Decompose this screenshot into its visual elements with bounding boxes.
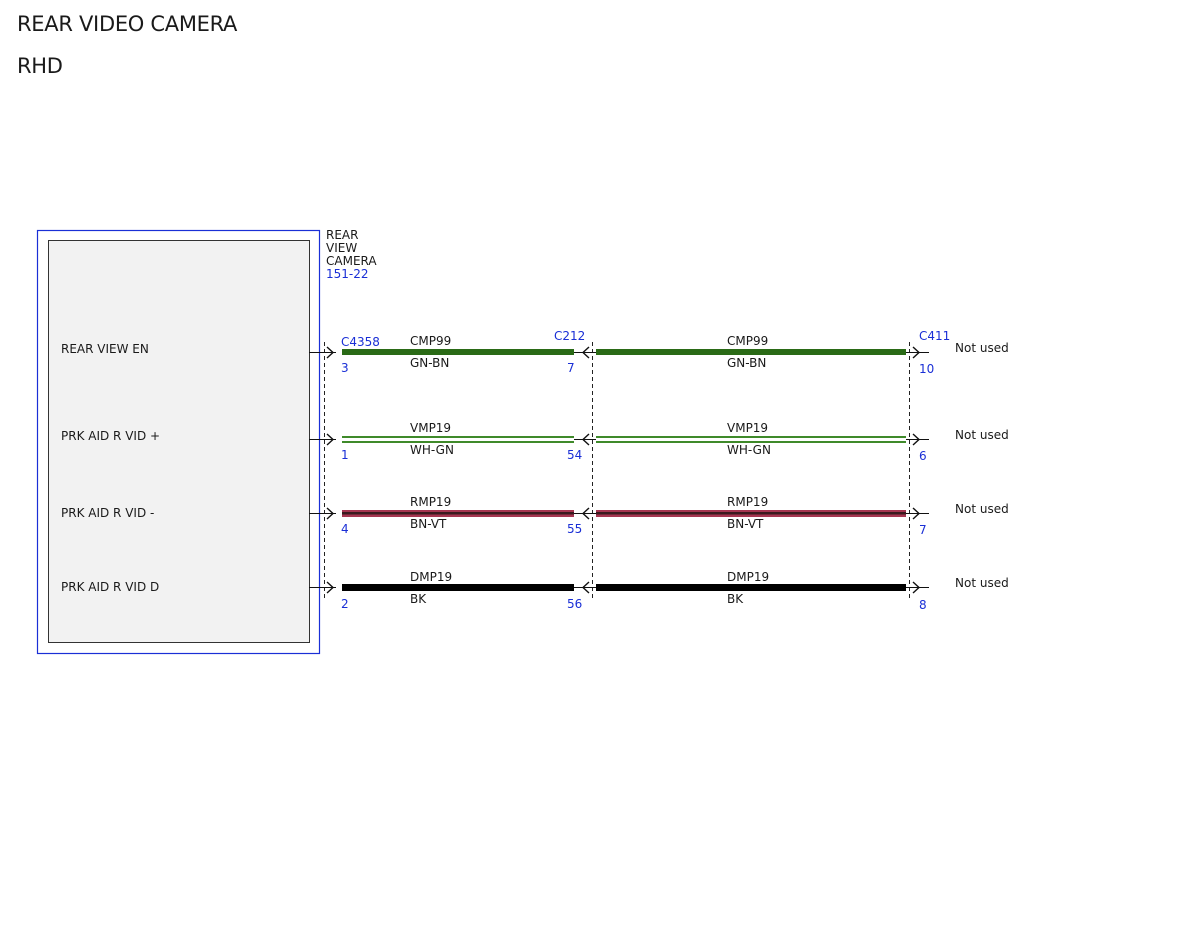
signal-label: PRK AID R VID + <box>61 429 160 443</box>
color-label-right: GN-BN <box>727 356 766 370</box>
color-label-left: BN-VT <box>410 517 447 531</box>
wire-segment-right <box>596 349 906 355</box>
color-label-right: WH-GN <box>727 443 771 457</box>
component-outer-frame <box>36 229 321 655</box>
pin-left: 3 <box>341 361 349 375</box>
pin-left: 4 <box>341 522 349 536</box>
circuit-row-1: REAR VIEW EN CMP99 GN-BN CMP99 GN-BN 3 7… <box>61 334 1009 376</box>
wire-segment-left <box>342 349 574 355</box>
pin-right: 8 <box>919 598 927 612</box>
end-label: Not used <box>955 502 1009 516</box>
circuit-label-right: VMP19 <box>727 421 768 435</box>
pin-right: 7 <box>919 523 927 537</box>
connector-c411-label: C411 <box>919 329 950 343</box>
connector-c4358-label: C4358 <box>341 335 380 349</box>
circuit-row-3: PRK AID R VID - RMP19 BN-VT RMP19 BN-VT … <box>61 495 1009 537</box>
component-ref: 151-22 <box>326 267 369 281</box>
connector-arrow-icon <box>326 507 335 520</box>
signal-label: REAR VIEW EN <box>61 342 149 356</box>
color-label-left: GN-BN <box>410 356 449 370</box>
connector-arrow-icon <box>912 507 921 520</box>
wire-stripe-right <box>596 438 906 441</box>
circuit-label-right: RMP19 <box>727 495 768 509</box>
circuit-label-right: DMP19 <box>727 570 769 584</box>
connector-c212-label: C212 <box>554 329 585 343</box>
wire-segment-left <box>342 584 574 591</box>
color-label-left: BK <box>410 592 427 606</box>
color-label-left: WH-GN <box>410 443 454 457</box>
pin-right: 10 <box>919 362 934 376</box>
circuit-label-left: VMP19 <box>410 421 451 435</box>
end-label: Not used <box>955 341 1009 355</box>
connector-arrow-icon <box>326 581 335 594</box>
pin-mid: 55 <box>567 522 582 536</box>
wire-stripe-right <box>596 512 906 515</box>
pin-mid: 56 <box>567 597 582 611</box>
circuit-label-left: DMP19 <box>410 570 452 584</box>
circuit-label-left: CMP99 <box>410 334 451 348</box>
color-label-right: BN-VT <box>727 517 764 531</box>
end-label: Not used <box>955 576 1009 590</box>
component-name-line-3: CAMERA <box>326 254 377 268</box>
pin-mid: 7 <box>567 361 575 375</box>
pin-right: 6 <box>919 449 927 463</box>
wire-segment-right <box>596 584 906 591</box>
pin-left: 1 <box>341 448 349 462</box>
wire-stripe-left <box>342 438 574 441</box>
connector-arrow-icon <box>912 433 921 446</box>
connector-arrow-icon <box>326 346 335 359</box>
circuit-row-4: PRK AID R VID D DMP19 BK DMP19 BK 2 56 8… <box>61 570 1009 612</box>
connector-arrow-icon <box>912 346 921 359</box>
component-name-line-1: REAR <box>326 228 358 242</box>
diagram-title: REAR VIDEO CAMERA <box>17 12 238 36</box>
component-name-line-2: VIEW <box>326 241 357 255</box>
circuit-row-2: PRK AID R VID + VMP19 WH-GN VMP19 WH-GN … <box>61 421 1009 463</box>
signal-label: PRK AID R VID D <box>61 580 159 594</box>
color-label-right: BK <box>727 592 744 606</box>
end-label: Not used <box>955 428 1009 442</box>
circuit-label-left: RMP19 <box>410 495 451 509</box>
connector-arrow-icon <box>326 433 335 446</box>
pin-mid: 54 <box>567 448 582 462</box>
wire-stripe-left <box>342 512 574 515</box>
component-body <box>48 240 310 643</box>
connector-arrow-icon <box>912 581 921 594</box>
diagram-subtitle: RHD <box>17 54 63 78</box>
signal-label: PRK AID R VID - <box>61 506 154 520</box>
circuit-label-right: CMP99 <box>727 334 768 348</box>
pin-left: 2 <box>341 597 349 611</box>
